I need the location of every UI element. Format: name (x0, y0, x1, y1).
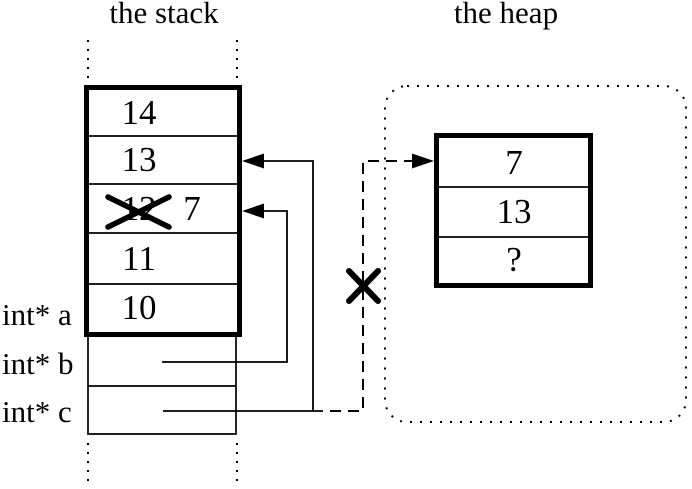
heap-cell-value: 13 (496, 192, 532, 231)
pointer-label-a: int* a (2, 297, 72, 332)
pointer-variable-cells (87, 337, 237, 435)
arrowhead-left-icon (242, 203, 264, 219)
arrowhead-right-icon (412, 153, 434, 169)
stack-title: the stack (109, 0, 219, 30)
heap-cell-value: 7 (505, 142, 523, 182)
stack-cell-value: 14 (121, 93, 157, 132)
pointer-label-c: int* c (2, 394, 72, 429)
stack-cell-value: 10 (121, 288, 157, 327)
invalid-pointer-x-icon (346, 268, 381, 304)
stack-cell-value: 11 (122, 238, 156, 278)
heap-title: the heap (453, 0, 559, 30)
stack-cell-value: 13 (121, 140, 157, 179)
old-pointer-dashed-arrow (330, 153, 434, 412)
stack-cell-new-value: 7 (183, 188, 201, 228)
pointer-label-b: int* b (2, 346, 74, 381)
heap-cell-value: ? (506, 240, 522, 279)
arrowhead-left-icon (242, 153, 264, 169)
